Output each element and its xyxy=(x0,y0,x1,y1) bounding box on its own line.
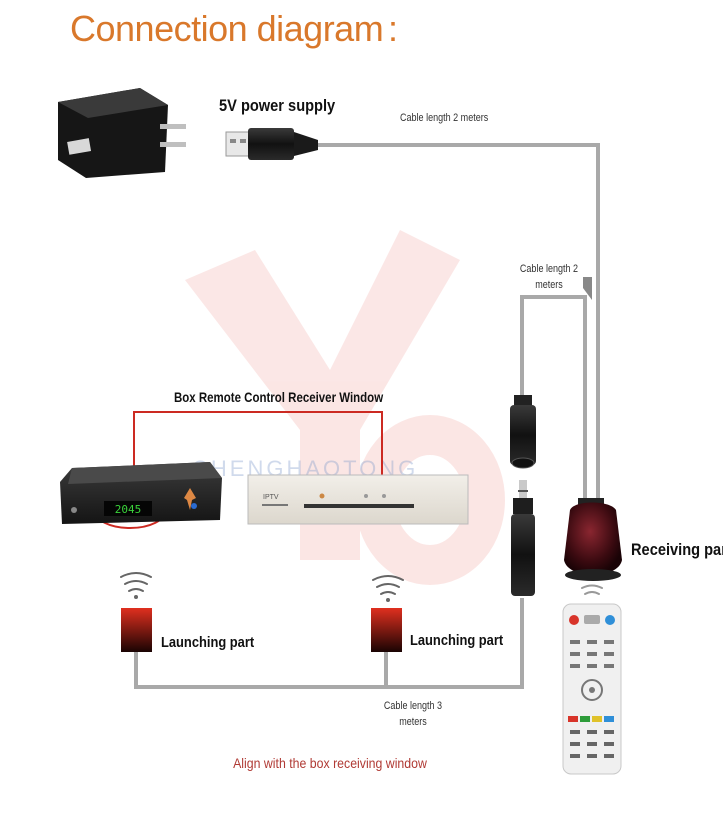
cable-length-bottom-label: Cable length 3 meters xyxy=(370,698,457,730)
cables xyxy=(134,143,600,689)
audio-jack-icon xyxy=(510,395,536,596)
launching-part-left-label: Launching part xyxy=(161,634,255,651)
remote-control-icon xyxy=(562,603,622,775)
set-top-box-icon xyxy=(60,462,222,524)
iptv-box-icon xyxy=(247,474,469,525)
box-window-label: Box Remote Control Receiver Window xyxy=(174,389,384,405)
ir-emitter-icon-right xyxy=(371,608,402,652)
cable-length-bottom-line2: meters xyxy=(399,716,427,728)
ir-receiver-icon xyxy=(564,498,622,581)
ir-emitter-icon-left xyxy=(121,608,152,652)
cable-joint-marker xyxy=(583,277,592,300)
iptv-brand-text: IPTV xyxy=(263,494,279,501)
title-colon: : xyxy=(388,8,399,49)
cable-length-bottom-line1: Cable length 3 xyxy=(383,700,443,712)
power-supply-label: 5V power supply xyxy=(219,96,336,115)
wifi-signal-icon-right xyxy=(372,575,404,602)
page-title: Connection diagram xyxy=(70,8,384,49)
launching-part-right-label: Launching part xyxy=(410,632,504,649)
cable-length-top-label: Cable length 2 meters xyxy=(400,112,489,124)
wifi-signal-icon-left xyxy=(120,572,152,599)
box-display-text: 2045 xyxy=(115,503,142,516)
receiving-part-label: Receiving part xyxy=(631,540,723,559)
cable-length-right-label: Cable length 2 meters xyxy=(509,261,589,293)
cable-length-right-line2: meters xyxy=(535,279,563,291)
wifi-signal-icon-remote xyxy=(581,584,603,595)
cable-length-right-line1: Cable length 2 xyxy=(519,263,579,275)
power-adapter-icon xyxy=(58,88,186,178)
usb-plug-icon xyxy=(225,128,318,160)
footer-instruction: Align with the box receiving window xyxy=(233,755,427,771)
